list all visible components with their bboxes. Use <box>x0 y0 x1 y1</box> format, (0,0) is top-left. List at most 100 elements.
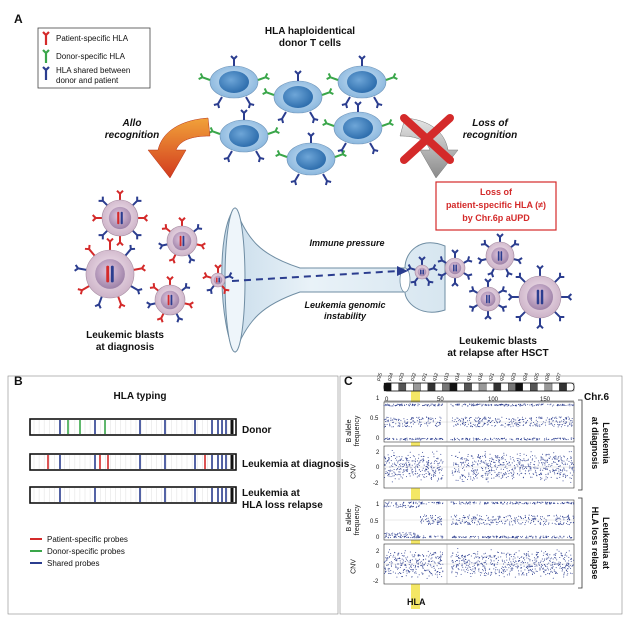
snp-dot <box>458 465 460 467</box>
hla-receptor-icon <box>156 313 165 323</box>
snp-dot <box>426 518 428 520</box>
snp-dot <box>435 552 437 554</box>
snp-dot <box>541 550 543 552</box>
snp-dot <box>467 423 469 425</box>
snp-dot <box>451 417 453 419</box>
snp-dot <box>393 535 395 537</box>
snp-dot <box>394 463 396 465</box>
snp-dot <box>513 565 515 567</box>
snp-dot <box>477 564 479 566</box>
snp-dot <box>554 537 556 539</box>
snp-dot <box>483 536 485 538</box>
snp-dot <box>416 560 418 562</box>
t-cell <box>198 55 270 109</box>
snp-dot <box>522 403 524 405</box>
snp-dot <box>479 457 481 459</box>
snp-dot <box>517 424 519 426</box>
snp-dot <box>512 403 514 405</box>
snp-dot <box>419 555 421 557</box>
snp-dot <box>414 461 416 463</box>
snp-dot <box>457 417 459 419</box>
snp-dot <box>523 556 525 558</box>
snp-dot <box>460 573 462 575</box>
snp-dot <box>534 518 536 520</box>
snp-dot <box>468 502 470 504</box>
snp-dot <box>542 535 544 537</box>
snp-dot <box>437 458 439 460</box>
snp-dot <box>469 566 471 568</box>
snp-dot <box>573 438 575 440</box>
snp-dot <box>482 403 484 405</box>
snp-dot <box>464 404 466 406</box>
snp-dot <box>544 564 546 566</box>
snp-dot <box>516 405 518 407</box>
snp-dot <box>486 572 488 574</box>
snp-dot <box>495 521 497 523</box>
snp-dot <box>528 518 530 520</box>
snp-dot <box>429 473 431 475</box>
snp-dot <box>499 536 501 538</box>
snp-dot <box>473 478 475 480</box>
snp-dot <box>569 537 571 539</box>
snp-dot <box>462 566 464 568</box>
snp-dot <box>563 567 565 569</box>
snp-dot <box>481 555 483 557</box>
snp-dot <box>462 422 464 424</box>
snp-dot <box>458 471 460 473</box>
snp-dot <box>440 554 442 556</box>
snp-dot <box>386 558 388 560</box>
snp-dot <box>523 458 525 460</box>
snp-dot <box>435 469 437 471</box>
snp-dot <box>442 571 444 573</box>
snp-dot <box>410 426 412 428</box>
snp-dot <box>457 523 459 525</box>
snp-dot <box>492 519 494 521</box>
snp-dot <box>571 425 573 427</box>
snp-dot <box>558 561 560 563</box>
hla-receptor-icon <box>513 257 523 265</box>
snp-dot <box>387 537 389 539</box>
snp-dot <box>420 517 422 519</box>
snp-dot <box>499 517 501 519</box>
snp-dot <box>419 438 421 440</box>
snp-dot <box>522 405 524 407</box>
snp-dot <box>523 553 525 555</box>
snp-dot <box>528 566 530 568</box>
snp-dot <box>489 556 491 558</box>
snp-dot <box>462 536 464 538</box>
snp-dot <box>417 534 419 536</box>
snp-dot <box>531 573 533 575</box>
snp-dot <box>536 571 538 573</box>
snp-dot <box>560 472 562 474</box>
snp-dot <box>395 536 397 538</box>
snp-dot <box>403 534 405 536</box>
snp-dot <box>388 459 390 461</box>
snp-dot <box>498 404 500 406</box>
snp-dot <box>439 573 441 575</box>
snp-dot <box>499 438 501 440</box>
snp-dot <box>402 438 404 440</box>
snp-dot <box>571 424 573 426</box>
snp-dot <box>406 467 408 469</box>
snp-dot <box>498 461 500 463</box>
snp-dot <box>392 475 394 477</box>
snp-dot <box>422 467 424 469</box>
snp-dot <box>388 404 390 406</box>
snp-dot <box>433 474 435 476</box>
snp-dot <box>570 422 572 424</box>
snp-dot <box>428 519 430 521</box>
snp-dot <box>551 522 553 524</box>
snp-dot <box>441 537 443 539</box>
snp-dot <box>439 472 441 474</box>
snp-dot <box>432 554 434 556</box>
snp-dot <box>402 423 404 425</box>
snp-dot <box>525 503 527 505</box>
snp-dot <box>482 519 484 521</box>
snp-dot <box>561 463 563 465</box>
hla-receptor-icon <box>484 311 492 320</box>
snp-dot <box>400 476 402 478</box>
snp-dot <box>492 535 494 537</box>
snp-dot <box>462 438 464 440</box>
snp-dot <box>519 422 521 424</box>
hla-receptor-icon <box>322 173 332 186</box>
